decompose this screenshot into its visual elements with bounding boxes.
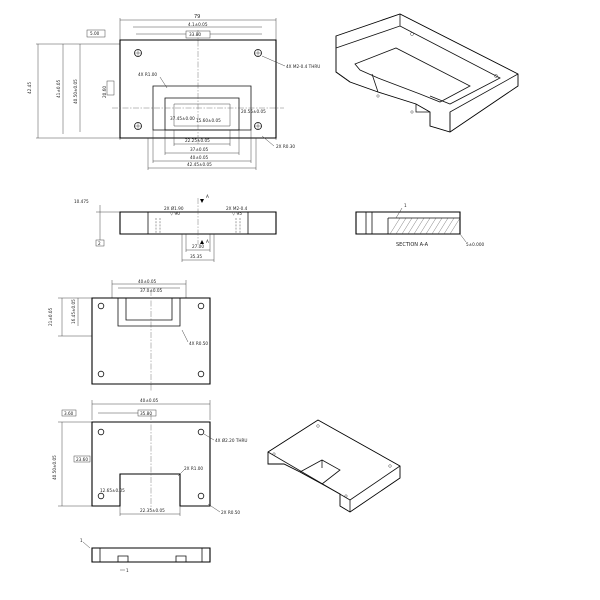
- middle-top-dim1: 40±0.05: [138, 279, 156, 284]
- bottom-dim-4: 42.45±0.05: [187, 162, 212, 167]
- section-marker-bottom: A: [206, 239, 209, 244]
- top-view-outline: [119, 39, 277, 139]
- lower-bottom-dim: 22.35±0.05: [140, 508, 165, 513]
- dim-height: 10.475: [74, 199, 89, 204]
- inner-dim: 37.45±0.00: [170, 116, 195, 121]
- isometric-view-plate: [267, 419, 401, 513]
- section-view: 1 SECTION A-A 5±0.000: [355, 203, 484, 248]
- middle-left-dim2: 16.45±0.05: [71, 299, 76, 324]
- dim-height-a: 41±0.05: [56, 80, 61, 98]
- bottom-marker-b: 1: [126, 568, 129, 573]
- dim-left-box: 5.00: [90, 31, 100, 36]
- lower-holes: [97, 428, 205, 500]
- lower-notch-callout: 2X R1.00: [184, 466, 203, 471]
- front-view: 10.475 2 2X Ø1.90 ▽ 90 2X M2-0.4 ▽ 95 A …: [74, 194, 277, 262]
- section-marker-top: A: [206, 194, 209, 199]
- middle-top-dim2: 37.0±0.05: [140, 288, 162, 293]
- lower-radius-callout: 2X R0.50: [221, 510, 240, 515]
- lower-left-dim: 40.50±0.05: [52, 455, 57, 480]
- mounting-holes: [134, 49, 262, 130]
- inner-dim3: 20.55±0.05: [241, 109, 266, 114]
- radius-callout: 2X R0.30: [276, 144, 295, 149]
- bottom-view-outline: [91, 547, 211, 563]
- dim-height-b: 40.50±0.05: [73, 79, 78, 104]
- hole-right-depth: ▽ 95: [232, 211, 242, 216]
- bottom-view: 1 1: [80, 538, 211, 573]
- dim-left-mid: 20.60: [102, 86, 107, 98]
- middle-view-outline: [91, 297, 211, 385]
- fillet-callout: 4X R1.00: [138, 72, 157, 77]
- middle-left-dim1: 21±0.05: [48, 308, 53, 326]
- lower-hole-callout: 4X Ø2.20 THRU: [215, 438, 248, 443]
- hole-left-callout: 2X Ø1.90: [164, 206, 184, 211]
- lower-top-dim: 40±0.05: [140, 398, 158, 403]
- middle-holes: [97, 302, 205, 378]
- lower-notch-dim: 12.65±0.05: [100, 488, 125, 493]
- bottom-dim-3: 40±0.05: [190, 155, 208, 160]
- middle-radius-callout: 4X R0.50: [189, 341, 208, 346]
- front-view-outline: [119, 211, 277, 235]
- tolerance-box: 2: [98, 241, 101, 246]
- dim-height-outer: 42.45: [27, 82, 32, 94]
- middle-view: 40±0.05 37.0±0.05 21±0.05 16.45±0.05 4X …: [48, 279, 211, 392]
- lower-box-left: 3.60: [64, 411, 74, 416]
- dim-upper-inner-width: 4.1±0.05: [188, 22, 208, 27]
- lower-view: 40±0.05 3.60 35.80 40.50±0.05 23.60 4X Ø…: [52, 398, 248, 516]
- dim-overall-width: 79: [194, 14, 200, 20]
- bottom-marker-a: 1: [80, 538, 83, 543]
- inner-dim2: 15.60±0.05: [196, 118, 221, 123]
- dim-outer: 35.35: [190, 254, 202, 259]
- hole-callout: 4X M2-0.4 THRU: [286, 64, 320, 69]
- bottom-dim-2: 37±0.05: [190, 147, 208, 152]
- hole-left-depth: ▽ 90: [170, 211, 180, 216]
- dim-inner: 27.00: [192, 244, 204, 249]
- top-view: 79 4.1±0.05 33.80 5.00 42.45 41±0.05 40.…: [27, 14, 320, 170]
- lower-box-right: 35.80: [140, 411, 152, 416]
- lower-left-box: 23.60: [76, 457, 88, 462]
- hole-right-callout: 2X M2-0.4: [226, 206, 248, 211]
- isometric-view-frame: [335, 13, 519, 133]
- section-marker: 1: [404, 203, 407, 208]
- dim-pocket-width: 33.80: [189, 32, 201, 37]
- section-title: SECTION A-A: [396, 242, 429, 248]
- section-note: 5±0.000: [466, 242, 484, 247]
- bottom-dim-1: 22.25±0.05: [185, 138, 210, 143]
